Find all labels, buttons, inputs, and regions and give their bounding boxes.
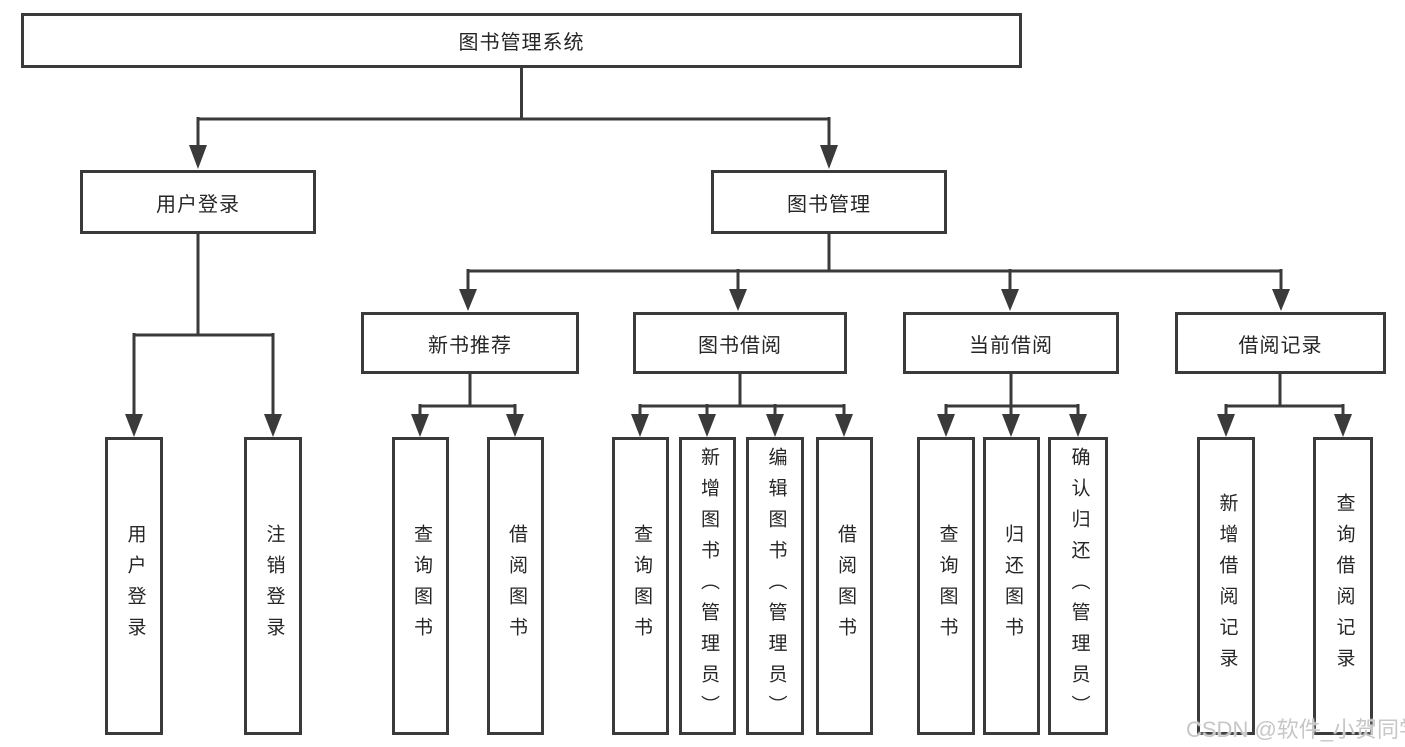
node-label: 注销登录 [263,524,285,648]
node-label: 新增借阅记录 [1216,493,1238,679]
node-label: 编辑图书（管理员） [765,446,787,726]
leaf-add-borrow-record: 新增借阅记录 [1197,437,1255,735]
node-book-management: 图书管理 [711,170,947,234]
node-book-borrowing: 图书借阅 [633,312,847,374]
leaf-edit-books-admin: 编辑图书（管理员） [746,437,804,735]
watermark: CSDN @软件_小贺同学 [1186,717,1405,742]
node-library-management-system: 图书管理系统 [21,13,1022,68]
node-label: 查询图书 [936,524,958,648]
leaf-rec-query-books: 查询图书 [392,437,449,735]
node-label: 确认归还（管理员） [1068,446,1090,726]
node-user-login: 用户登录 [80,170,316,234]
node-label: 图书管理 [787,193,871,216]
node-label: 用户登录 [156,193,240,216]
leaf-return-books: 归还图书 [983,437,1040,735]
node-label: 图书管理系统 [458,32,585,54]
connector-paths [132,68,1345,416]
leaf-query-borrow-record: 查询借阅记录 [1313,437,1373,735]
node-label: 用户登录 [124,524,146,648]
leaf-current-query-books: 查询图书 [917,437,975,735]
node-label: 借阅图书 [505,524,527,648]
node-label: 查询图书 [410,524,432,648]
arrowhead-icons [125,145,1352,437]
node-label: 查询借阅记录 [1333,493,1355,679]
node-label: 借阅记录 [1238,334,1323,357]
leaf-borrow-books: 借阅图书 [816,437,873,735]
leaf-add-books-admin: 新增图书（管理员） [679,437,736,735]
leaf-confirm-return-admin: 确认归还（管理员） [1048,437,1108,735]
node-new-book-recommendation: 新书推荐 [361,312,579,374]
leaf-logout: 注销登录 [244,437,302,735]
leaf-user-login: 用户登录 [105,437,163,735]
node-label: 新书推荐 [428,334,512,357]
node-label: 新增图书（管理员） [697,446,719,726]
node-label: 图书借阅 [698,334,782,357]
leaf-rec-borrow-books: 借阅图书 [487,437,544,735]
node-borrowing-records: 借阅记录 [1175,312,1386,374]
node-current-borrowing: 当前借阅 [903,312,1119,374]
node-label: 当前借阅 [969,334,1053,357]
leaf-borrow-query-books: 查询图书 [612,437,669,735]
node-label: 借阅图书 [834,524,856,648]
node-label: 归还图书 [1001,524,1023,648]
node-label: 查询图书 [630,524,652,648]
